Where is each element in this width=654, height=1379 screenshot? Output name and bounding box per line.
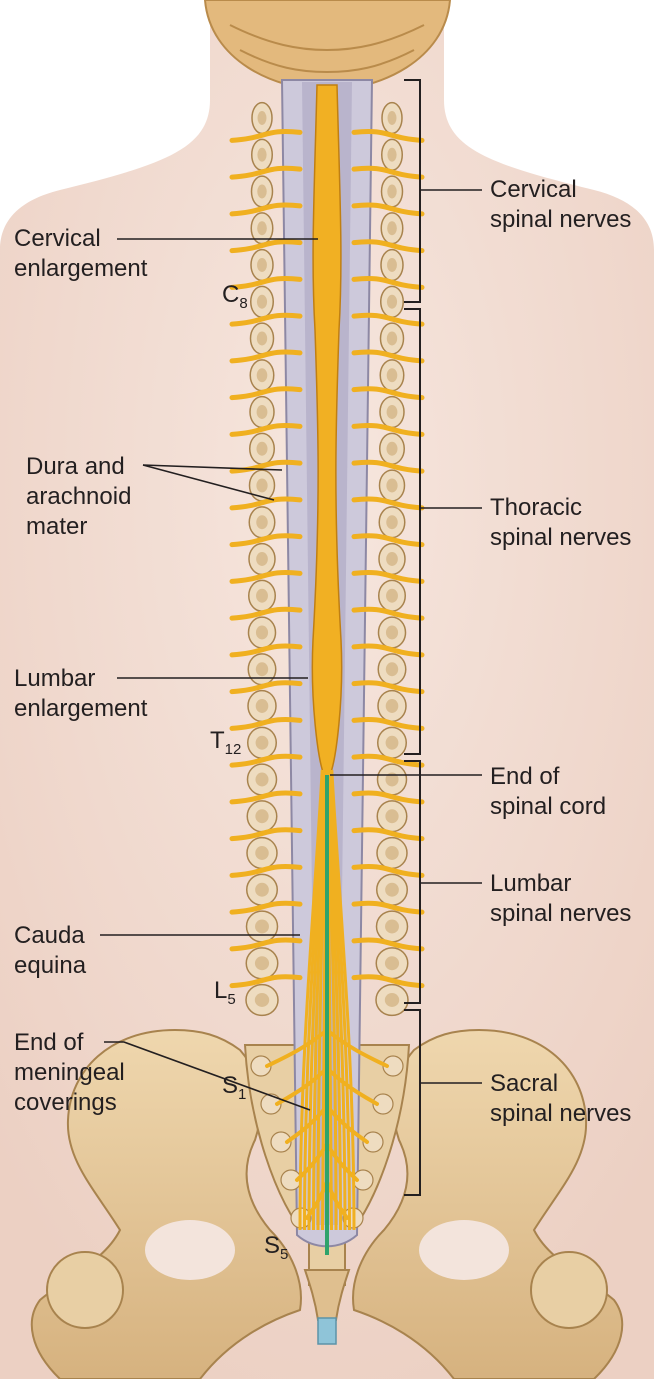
vertebra-marking [257,258,267,272]
vertebra-marking [257,332,267,346]
label-line: enlargement [14,694,147,724]
vertebra-marking [257,368,268,382]
label-cauda-equina: Cauda equina [14,921,86,981]
vertebra-marking [387,295,397,309]
vertebra-marking [257,148,266,162]
level-number: 5 [227,991,235,1008]
level-number: 8 [239,295,247,312]
level-letter: T [210,727,225,754]
label-cervical-nerves: Cervical spinal nerves [490,175,631,235]
vertebra-marking [388,111,397,125]
vertebra-marking [255,883,269,897]
level-t12: T12 [210,727,241,758]
vertebra-marking [257,295,267,309]
vertebra-marking [386,442,397,456]
label-line: spinal nerves [490,899,631,929]
vertebra-marking [256,515,267,529]
label-line: Lumbar [14,664,147,694]
vertebra-marking [256,662,268,676]
label-line: spinal cord [490,792,606,822]
label-end-meningeal: End of meningeal coverings [14,1028,125,1118]
level-letter: C [222,281,239,308]
level-c8: C8 [222,281,248,312]
vertebra-marking [387,185,396,199]
label-line: meningeal [14,1058,125,1088]
vertebra-marking [256,442,267,456]
vertebra-marking [255,809,268,823]
label-line: End of [490,762,606,792]
label-line: Dura and [26,452,131,482]
label-end-spinal-cord: End of spinal cord [490,762,606,822]
vertebra-marking [385,846,399,860]
vertebra-marking [257,185,266,199]
level-number: 1 [238,1086,246,1103]
vertebra-marking [387,221,397,235]
label-lumbar-nerves: Lumbar spinal nerves [490,869,631,929]
vertebra-marking [255,773,268,787]
label-line: coverings [14,1088,125,1118]
vertebra-marking [256,699,269,713]
label-line: mater [26,512,131,542]
vertebra-marking [386,736,399,750]
label-line: Thoracic [490,493,631,523]
vertebra-marking [387,332,397,346]
level-l5: L5 [214,977,236,1008]
label-line: arachnoid [26,482,131,512]
label-line: spinal nerves [490,1099,631,1129]
vertebra-marking [386,515,397,529]
label-line: Sacral [490,1069,631,1099]
label-lumbar-enlargement: Lumbar enlargement [14,664,147,724]
label-cervical-enlargement: Cervical enlargement [14,224,147,284]
vertebra-marking [256,589,268,603]
vertebra-marking [255,846,269,860]
vertebra-marking [386,626,398,640]
level-s1: S1 [222,1072,246,1103]
label-line: Cervical [490,175,631,205]
vertebra-marking [257,221,267,235]
vertebra-marking [385,956,399,970]
vertebra-marking [387,368,398,382]
label-line: End of [14,1028,125,1058]
label-line: enlargement [14,254,147,284]
label-sacral-nerves: Sacral spinal nerves [490,1069,631,1129]
label-line: spinal nerves [490,523,631,553]
vertebra-marking [386,479,397,493]
label-thoracic-nerves: Thoracic spinal nerves [490,493,631,553]
label-line: Cervical [14,224,147,254]
vertebra-marking [258,111,267,125]
vertebra-marking [387,258,397,272]
level-letter: S [222,1072,238,1099]
label-line: equina [14,951,86,981]
label-line: spinal nerves [490,205,631,235]
vertebra-marking [256,479,267,493]
vertebra-marking [385,920,399,934]
level-number: 12 [225,741,242,758]
vertebra-marking [385,809,398,823]
coccyx-tip [318,1318,336,1344]
label-line: Cauda [14,921,86,951]
label-dura-arachnoid: Dura and arachnoid mater [26,452,131,542]
vertebra-marking [255,956,269,970]
vertebra-marking [386,699,399,713]
vertebra-marking [256,552,268,566]
vertebra-marking [386,662,398,676]
vertebra-marking [256,736,269,750]
vertebra-marking [386,552,398,566]
level-letter: L [214,977,227,1004]
vertebra-marking [255,920,269,934]
level-letter: S [264,1232,280,1259]
vertebra-marking [386,589,398,603]
vertebra-marking [387,405,398,419]
vertebra-marking [255,993,269,1007]
level-number: 5 [280,1246,288,1263]
level-s5: S5 [264,1232,288,1263]
vertebra-marking [257,405,268,419]
vertebra-marking [256,626,268,640]
vertebra-marking [385,883,399,897]
label-line: Lumbar [490,869,631,899]
vertebra-marking [385,993,399,1007]
vertebra-marking [387,148,396,162]
